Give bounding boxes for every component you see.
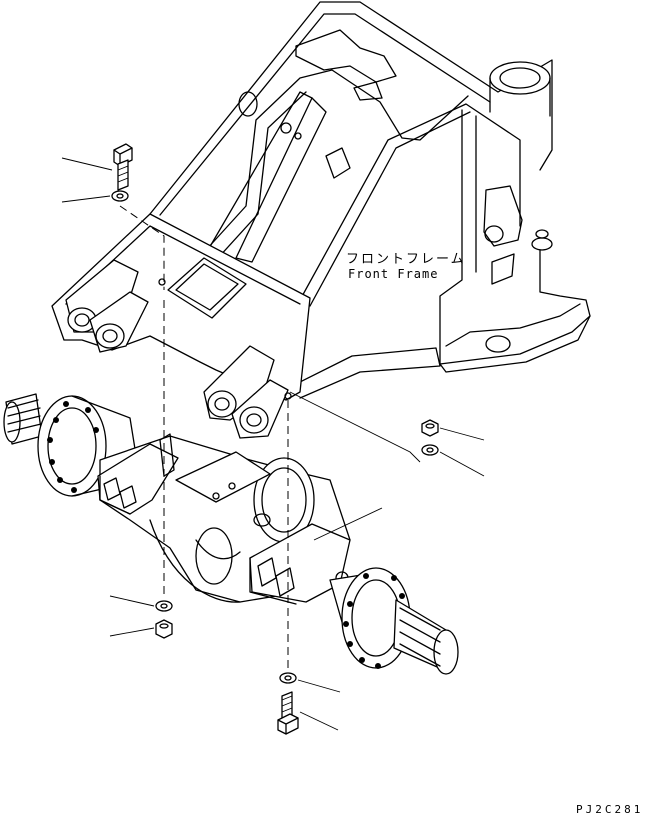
leader-upper-bolt bbox=[61, 157, 113, 171]
lower-left-nut bbox=[155, 619, 173, 639]
upper-washer bbox=[111, 190, 129, 202]
leader-right-washer bbox=[439, 451, 485, 477]
leader-lower-left-washer bbox=[109, 595, 155, 607]
axle-assembly bbox=[3, 393, 459, 675]
leader-lower-right-washer bbox=[297, 679, 341, 693]
leader-right-nut bbox=[439, 427, 485, 441]
frame-label-japanese: フロントフレーム bbox=[346, 252, 466, 267]
front-frame bbox=[51, 1, 591, 439]
assembly-centerlines bbox=[119, 205, 289, 668]
upper-bolt bbox=[113, 143, 133, 191]
right-nut bbox=[421, 419, 439, 437]
leader-upper-washer bbox=[61, 195, 111, 203]
lower-right-washer bbox=[279, 672, 297, 684]
right-washer bbox=[421, 444, 439, 456]
leader-lower-left-nut bbox=[109, 627, 155, 637]
frame-label-english: Front Frame bbox=[348, 267, 439, 281]
lower-right-bolt bbox=[277, 691, 299, 735]
leader-frame-pin bbox=[289, 391, 421, 463]
callout-leaders bbox=[61, 157, 485, 731]
drawing-code: PJ2C281 bbox=[576, 803, 644, 816]
leader-lower-right-bolt bbox=[299, 711, 339, 731]
leader-axle-mount bbox=[313, 507, 383, 541]
lower-left-washer bbox=[155, 600, 173, 612]
